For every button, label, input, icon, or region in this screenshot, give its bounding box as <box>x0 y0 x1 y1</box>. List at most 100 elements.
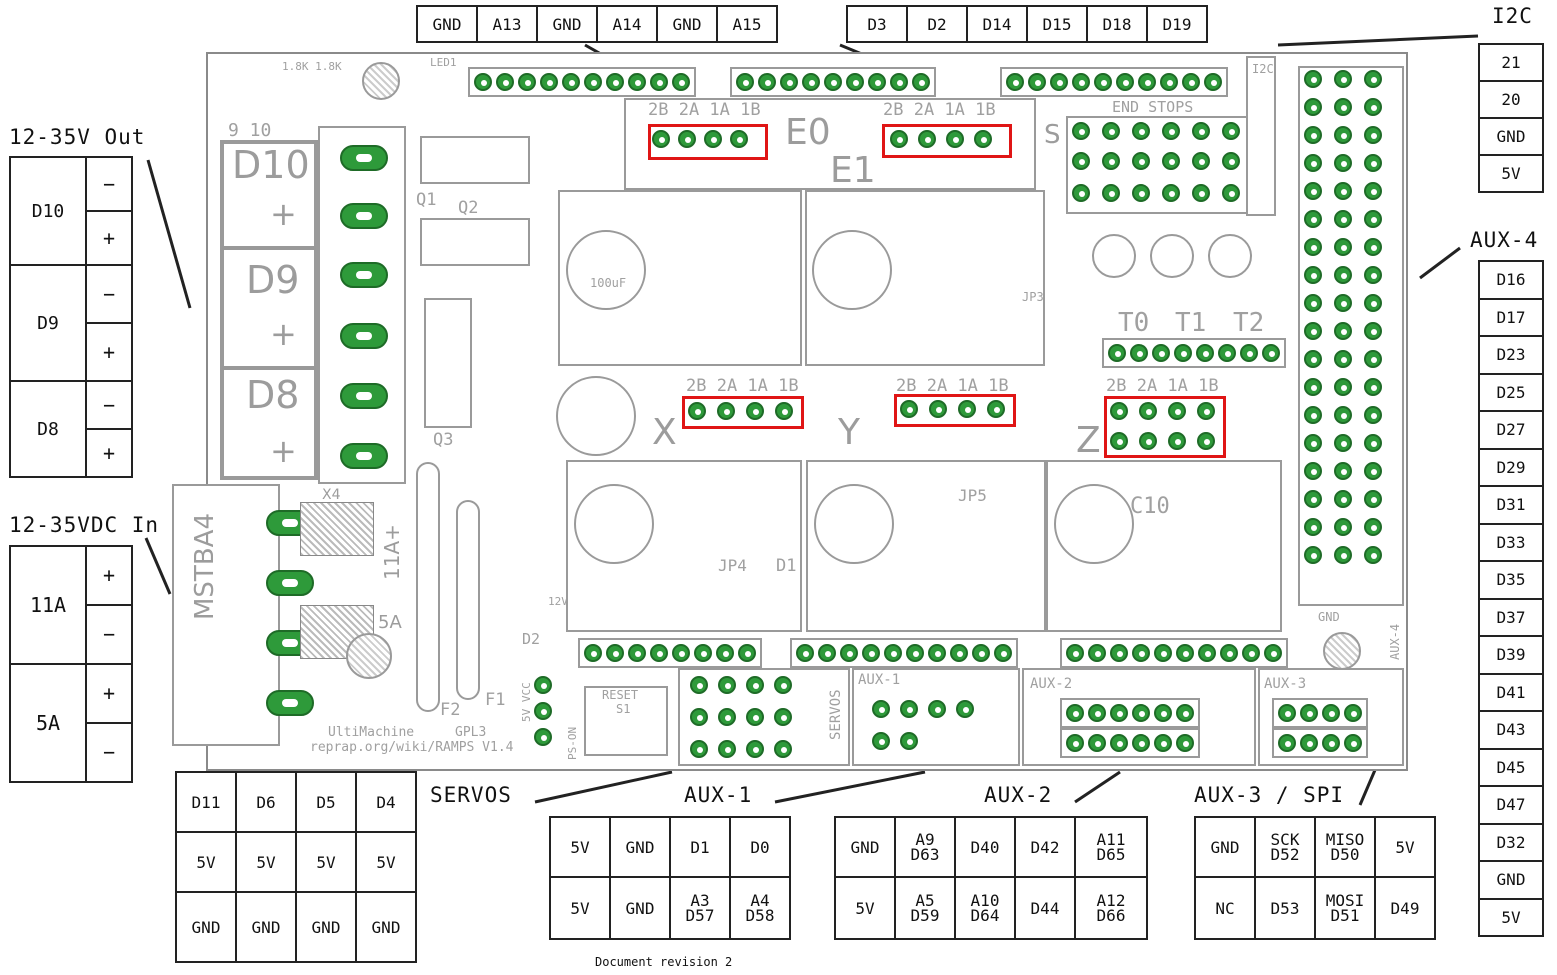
vcc-pins <box>534 676 552 746</box>
aux3-cell: D53 <box>1254 876 1316 940</box>
out-cell: − <box>85 264 133 324</box>
aux4-cell: D43 <box>1480 712 1542 750</box>
bottom-pin-row-1 <box>578 638 762 668</box>
e1-pins <box>890 130 992 148</box>
silk-jp3: JP3 <box>1022 290 1044 304</box>
aux4-pins-col1 <box>1304 70 1322 564</box>
terminal-pad <box>340 323 388 349</box>
i2c-cell: 21 <box>1480 45 1542 82</box>
header-cell: GND <box>658 7 718 41</box>
silk-aux1: AUX-1 <box>858 672 901 688</box>
aux2-cell: 5V <box>834 876 896 940</box>
header-cell: D14 <box>968 7 1028 41</box>
silk-s: S <box>1044 120 1061 150</box>
silk-z: Z <box>1076 420 1101 461</box>
i2c-cell: 5V <box>1501 164 1521 183</box>
silk-d9: D9 <box>246 258 300 302</box>
silk-aux4: AUX-4 <box>1388 623 1402 660</box>
silk-t2: T2 <box>1233 308 1265 338</box>
in-cell: − <box>85 604 133 665</box>
aux2-cell: A5 D59 <box>894 876 956 940</box>
out-cell: + <box>85 210 133 266</box>
aux4-cell: D23 <box>1480 337 1542 375</box>
servo-cell: 5V <box>175 831 237 893</box>
silk-led1: LED1 <box>430 56 457 69</box>
reset-button[interactable] <box>584 686 668 756</box>
aux4-pin-labels: D16 D17 D23 D25 D27 D29 D31 D33 D35 D37 … <box>1478 260 1544 937</box>
out-cell: + <box>85 428 133 478</box>
terminal-pad <box>340 383 388 409</box>
i2c-title: I2C <box>1492 4 1533 28</box>
fuse-f1 <box>456 500 480 700</box>
driver-socket-e1 <box>805 190 1045 366</box>
aux4-cell: D47 <box>1480 787 1542 825</box>
silk-servos: SERVOS <box>828 689 844 740</box>
thermistor-pins <box>1102 338 1286 368</box>
aux4-cell: GND <box>1480 862 1542 900</box>
fuse-holder-11a <box>300 502 374 556</box>
in-cell: − <box>85 722 133 783</box>
aux2-cell: A12 D66 <box>1074 876 1148 940</box>
z-motor-connector <box>1104 396 1226 458</box>
silk-s1: S1 <box>616 702 631 716</box>
endstop-pins-2 <box>1072 152 1240 170</box>
capacitor <box>556 376 636 456</box>
aux1-cell: D0 <box>729 816 791 878</box>
silk-vcc: 5V VCC <box>520 682 533 722</box>
servo-cell: 5V <box>235 831 297 893</box>
silk-t1: T1 <box>1175 308 1207 338</box>
x-motor-connector <box>682 396 804 429</box>
aux2-cell: A10 D64 <box>954 876 1016 940</box>
i2c-header <box>1246 56 1276 216</box>
aux2-pins-1 <box>1060 698 1200 728</box>
out-cell: − <box>85 156 133 212</box>
aux2-cell: GND <box>834 816 896 878</box>
bottom-pin-row-2 <box>790 638 1018 668</box>
coil-label-e1: 2B 2A 1A 1B <box>883 100 996 120</box>
header-cell: D18 <box>1088 7 1148 41</box>
aux4-cell: D17 <box>1480 300 1542 337</box>
capacitor <box>574 484 654 564</box>
silk-endstops: END STOPS <box>1112 98 1194 116</box>
servo-cell: D11 <box>175 771 237 833</box>
silk-e1: E1 <box>830 150 876 191</box>
aux2-cell: D42 <box>1014 816 1076 878</box>
capacitor <box>1208 234 1252 278</box>
mosfet-q3 <box>424 298 472 428</box>
aux4-cell: D33 <box>1480 525 1542 562</box>
header-cell: A13 <box>478 7 538 41</box>
aux4-cell: D32 <box>1480 825 1542 862</box>
coil-label-x: 2B 2A 1A 1B <box>686 376 799 396</box>
aux1-cell: A3 D57 <box>669 876 731 940</box>
silk-11a: 11A+ <box>380 524 404 580</box>
silk-x4: X4 <box>322 487 341 503</box>
silk-jp5: JP5 <box>958 486 987 505</box>
i2c-cell: GND <box>1480 119 1542 156</box>
servo-cell: 5V <box>355 831 417 893</box>
bottom-pin-row-3 <box>1060 638 1288 668</box>
mosfet-q2 <box>420 218 530 266</box>
aux3-pins-2 <box>1272 728 1368 758</box>
header-cell: D19 <box>1162 14 1192 34</box>
aux2-cell: D44 <box>1014 876 1076 940</box>
fuse-f2 <box>416 462 440 712</box>
in-table: 11A+ − 5A+ − <box>9 545 133 783</box>
aux1-cell: GND <box>609 816 671 878</box>
servo-pins-3 <box>690 740 792 758</box>
divider <box>222 366 316 370</box>
e1-motor-connector <box>882 124 1012 158</box>
capacitor <box>814 484 894 564</box>
aux3-cell: NC <box>1194 876 1256 940</box>
header-cell: D15 <box>1028 7 1088 41</box>
y-motor-connector <box>894 394 1016 427</box>
in-cell: + <box>85 545 133 606</box>
capacitor <box>1150 234 1194 278</box>
out-cell: − <box>85 380 133 430</box>
aux4-cell: D31 <box>1480 487 1542 525</box>
header-cell: A14 <box>598 7 658 41</box>
z-pins-1 <box>1110 402 1215 420</box>
servo-cell: D6 <box>235 771 297 833</box>
aux3-cell: 5V <box>1374 816 1436 878</box>
coil-label-y: 2B 2A 1A 1B <box>896 376 1009 396</box>
